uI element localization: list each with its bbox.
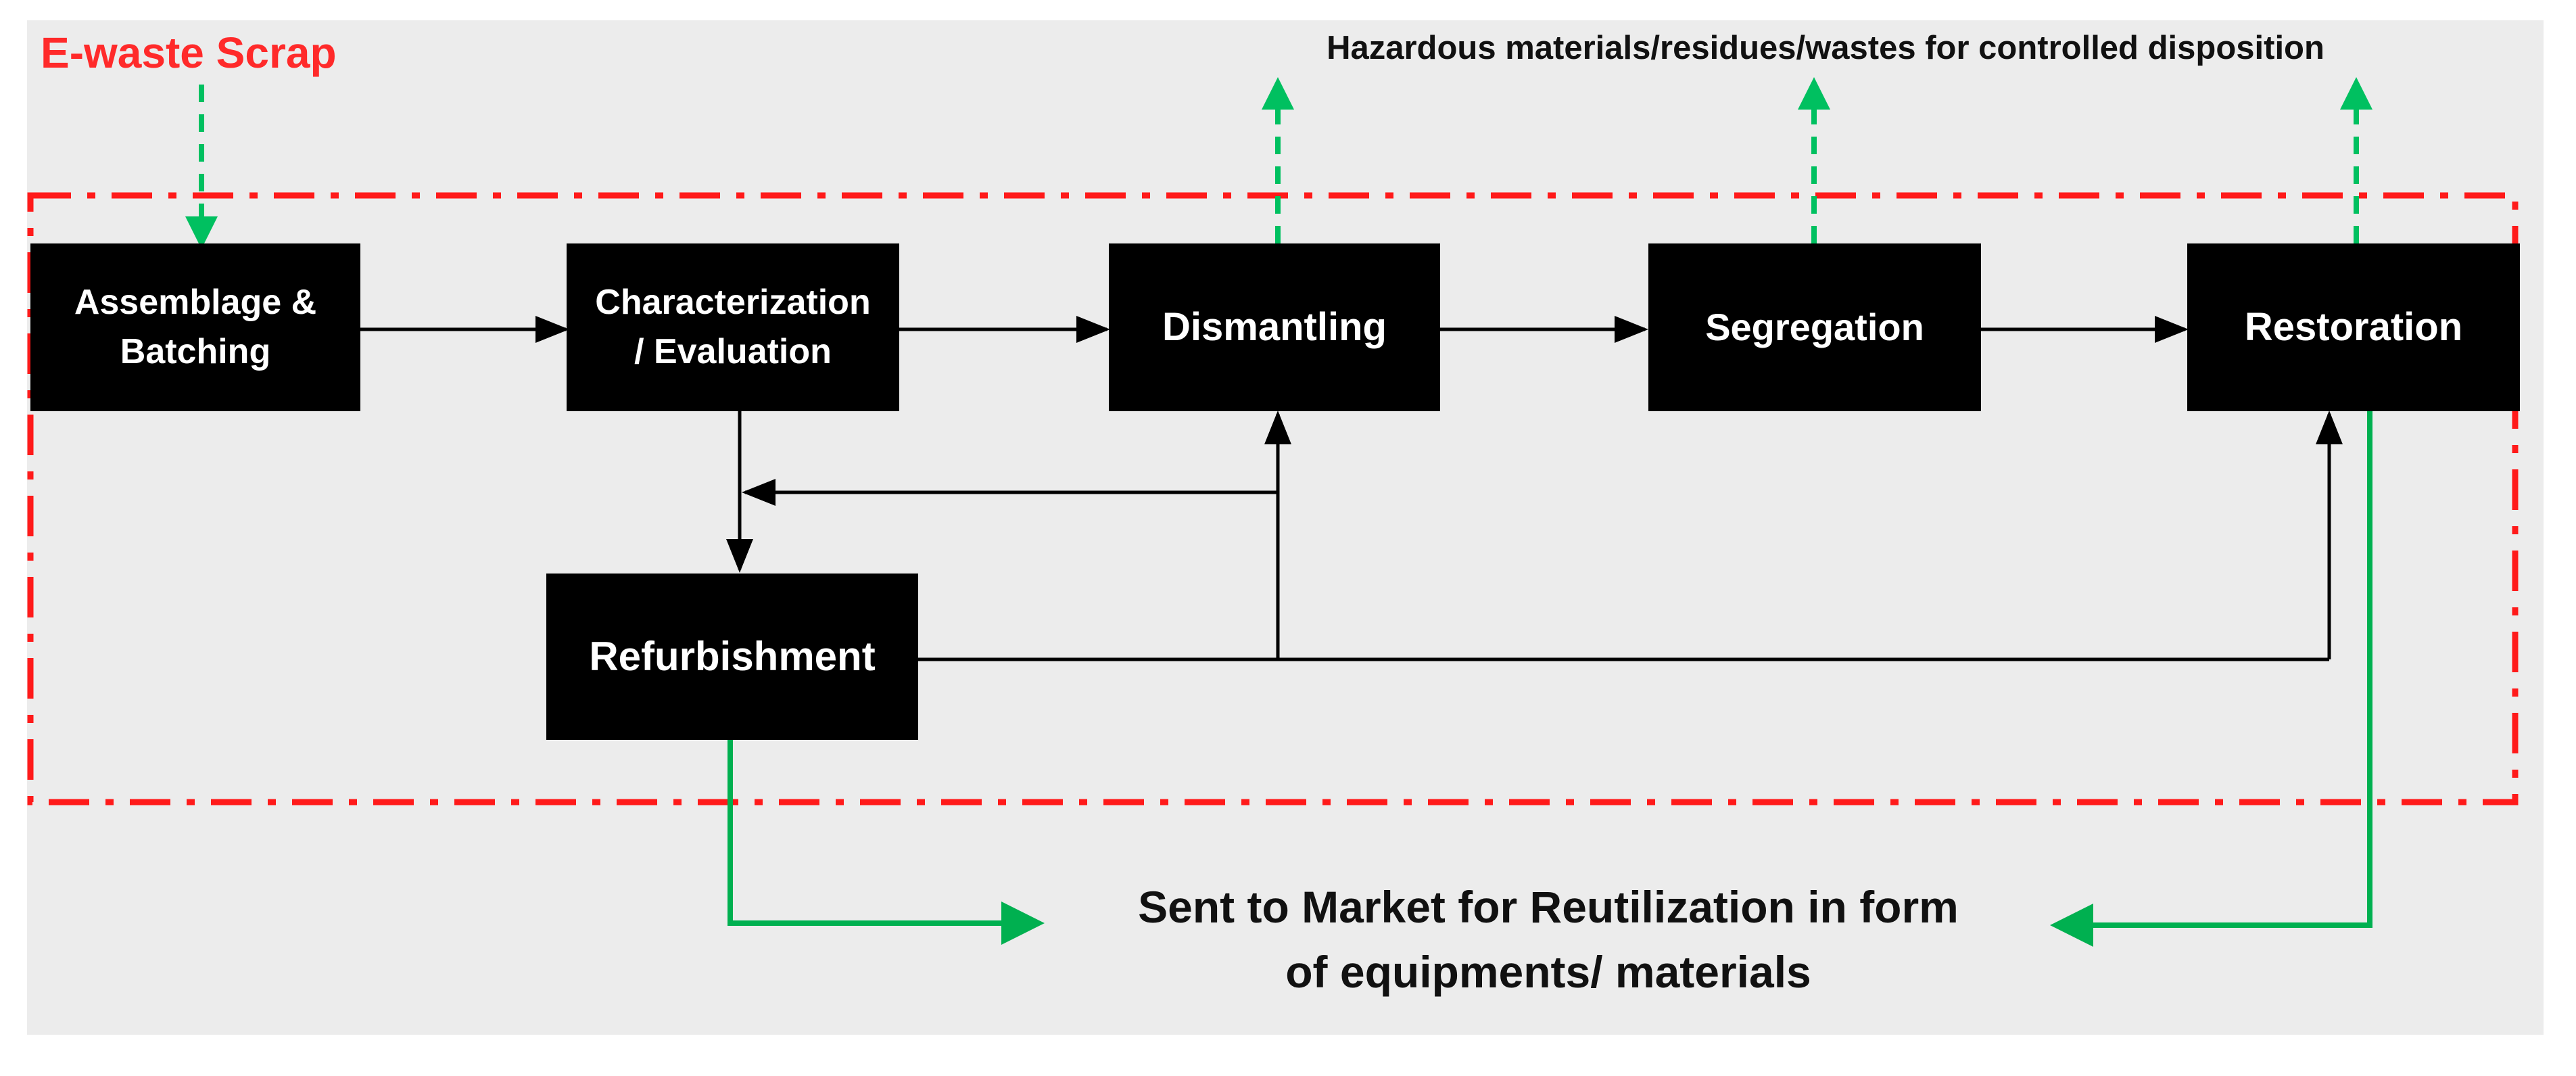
dismantling-box [1109, 243, 1440, 411]
characterization-box [567, 243, 899, 411]
segregation-label: Segregation [1705, 305, 1924, 348]
process-flow-diagram [27, 77, 2520, 947]
refurbishment-box [546, 574, 918, 740]
hazard-label: Hazardous materials/residues/wastes for … [1327, 30, 2324, 66]
arrow-refurbishment-to-market [728, 740, 1045, 945]
restoration-label: Restoration [2244, 305, 2463, 350]
system-boundary [27, 192, 2519, 805]
dismantling-label: Dismantling [1162, 305, 1387, 350]
segregation-box [1648, 243, 1981, 411]
restoration-box [2187, 243, 2520, 411]
characterization-label: Characterization / Evaluation [595, 283, 871, 371]
refurbishment-label: Refurbishment [589, 634, 876, 679]
assemblage-box [30, 243, 360, 411]
market-output-label: Sent to Market for Reutilization in form… [1138, 882, 1959, 997]
input-label: E-waste Scrap [41, 28, 337, 77]
arrow-restoration-to-market [2050, 398, 2372, 947]
assemblage-label: Assemblage & Batching [74, 283, 317, 371]
diagram-canvas: E-waste Scrap Hazardous materials/residu… [27, 20, 2544, 1035]
